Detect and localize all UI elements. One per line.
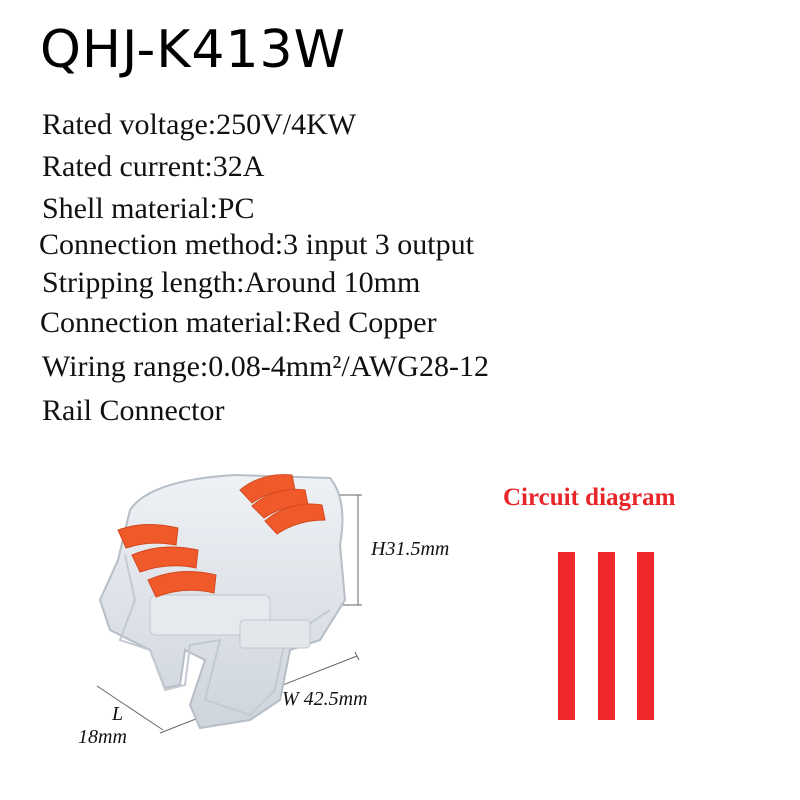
length-dimension-letter: L: [112, 703, 124, 725]
spec-stripping-length: Stripping length:Around 10mm: [42, 266, 421, 299]
circuit-line-3: [637, 552, 654, 720]
product-title: QHJ-K413W: [40, 20, 347, 80]
height-dimension-label: H31.5mm: [371, 538, 450, 560]
spec-rail-connector: Rail Connector: [42, 394, 225, 427]
spec-rated-voltage: Rated voltage:250V/4KW: [42, 108, 357, 141]
length-dimension-value: 18mm: [78, 726, 127, 748]
spec-connection-material: Connection material:Red Copper: [40, 306, 437, 339]
width-dimension-label: W 42.5mm: [282, 688, 368, 710]
spec-wiring-range: Wiring range:0.08-4mm²/AWG28-12: [42, 350, 489, 383]
orange-levers: [117, 474, 326, 598]
circuit-line-2: [598, 552, 615, 720]
circuit-diagram-title: Circuit diagram: [503, 484, 676, 511]
spec-shell-material: Shell material:PC: [42, 192, 255, 225]
spec-rated-current: Rated current:32A: [42, 150, 265, 183]
circuit-line-1: [558, 552, 575, 720]
spec-connection-method: Connection method:3 input 3 output: [39, 228, 474, 261]
